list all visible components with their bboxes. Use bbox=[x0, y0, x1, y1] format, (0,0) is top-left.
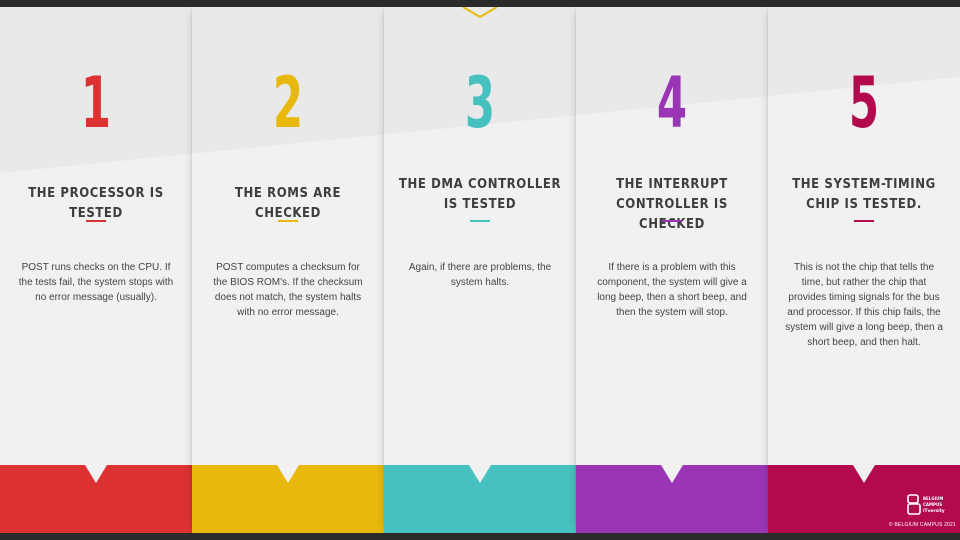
step-column-4: 4 THE INTERRUPT CONTROLLER IS CHECKED If… bbox=[576, 7, 768, 533]
step-title: THE DMA CONTROLLER IS TESTED bbox=[398, 177, 562, 212]
step-column-2: 2 THE ROMS ARE CHECKED POST computes a c… bbox=[192, 7, 384, 533]
logo-lettering: CAMPUS bbox=[923, 502, 942, 507]
step-divider bbox=[86, 220, 106, 222]
top-notch-icon bbox=[462, 7, 498, 19]
logo-lettering: BELGIUM bbox=[923, 496, 943, 501]
step-column-3: 3 THE DMA CONTROLLER IS TESTED Again, if… bbox=[384, 7, 576, 533]
step-number: 1 bbox=[80, 62, 112, 144]
step-description: Again, if there are problems, the system… bbox=[408, 262, 552, 288]
step-title: THE INTERRUPT CONTROLLER IS CHECKED bbox=[616, 177, 728, 232]
step-title: THE SYSTEM-TIMING CHIP IS TESTED. bbox=[792, 177, 936, 212]
band-notch-icon bbox=[853, 465, 875, 483]
copyright-text: © BELGIUM CAMPUS 2021 bbox=[888, 522, 956, 528]
step-number: 3 bbox=[464, 62, 496, 144]
step-number: 2 bbox=[272, 62, 304, 144]
step-number: 5 bbox=[848, 62, 880, 144]
step-column-5: 5 THE SYSTEM-TIMING CHIP IS TESTED. This… bbox=[768, 7, 960, 533]
step-description: POST computes a checksum for the BIOS RO… bbox=[213, 262, 363, 318]
step-title: THE ROMS ARE CHECKED bbox=[234, 186, 342, 221]
band-notch-icon bbox=[85, 465, 107, 483]
band-notch-icon bbox=[277, 465, 299, 483]
step-column-1: 1 THE PROCESSOR IS TESTED POST runs chec… bbox=[0, 7, 192, 533]
step-title: THE PROCESSOR IS TESTED bbox=[28, 186, 164, 221]
background-diagonal-shade bbox=[0, 7, 960, 173]
step-divider bbox=[278, 220, 298, 222]
step-divider bbox=[854, 220, 874, 222]
band-notch-icon bbox=[469, 465, 491, 483]
band-notch-icon bbox=[661, 465, 683, 483]
step-description: This is not the chip that tells the time… bbox=[785, 262, 943, 348]
logo-lettering: iTversity bbox=[923, 508, 945, 514]
step-divider bbox=[470, 220, 490, 222]
slide: 1 THE PROCESSOR IS TESTED POST runs chec… bbox=[0, 7, 960, 533]
step-divider bbox=[662, 220, 682, 222]
step-number: 4 bbox=[656, 62, 688, 144]
step-description: POST runs checks on the CPU. If the test… bbox=[18, 262, 174, 303]
step-description: If there is a problem with this componen… bbox=[597, 262, 747, 318]
